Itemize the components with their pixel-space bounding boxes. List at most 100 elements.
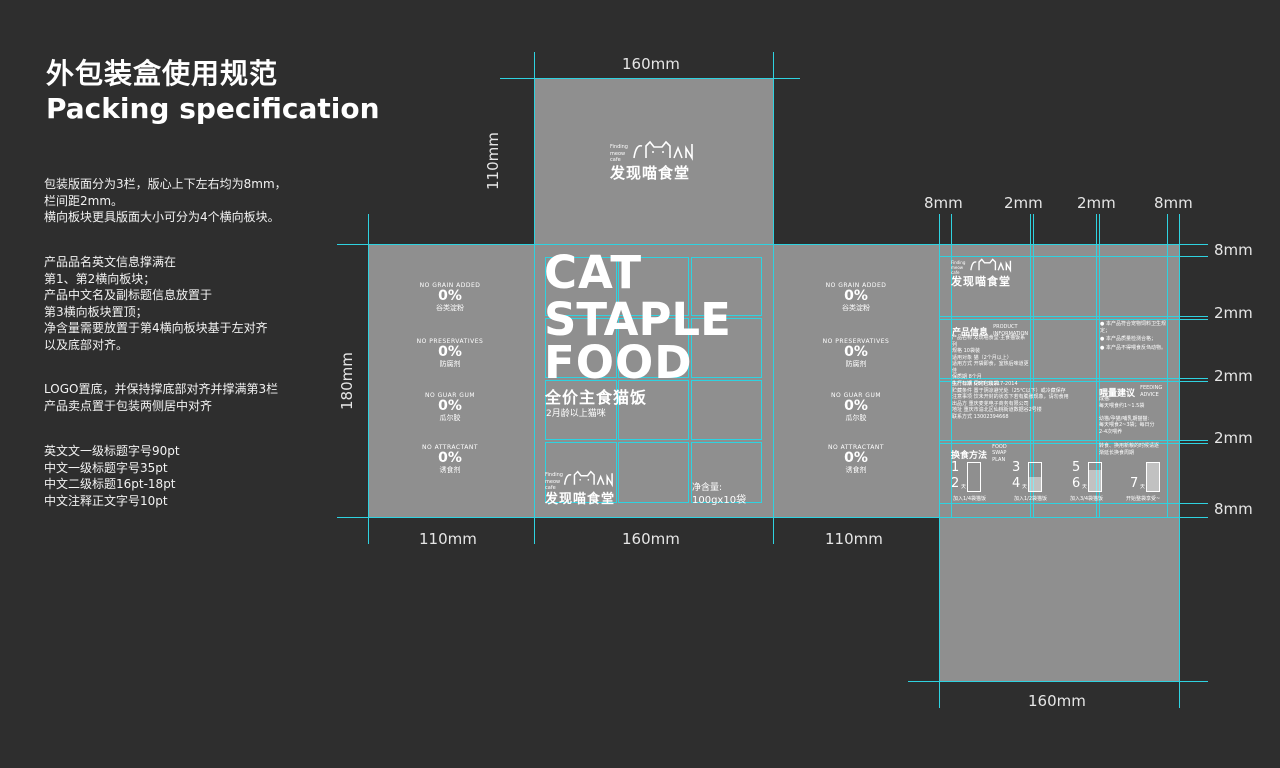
front-title-line2: STAPLE: [544, 293, 731, 346]
claim-badge: NO GUAR GUM 0% 瓜尔胶: [410, 392, 490, 423]
front-subtitle: 2月龄以上猫咪: [546, 409, 606, 419]
claim-cn: 谷类淀粉: [436, 304, 464, 312]
guide-line: [534, 52, 535, 544]
step-day-number: 5: [1072, 460, 1081, 475]
info-row: 规格 10袋装: [952, 348, 980, 354]
switch-title: 换食方法 FOOD SWAP PLAN: [951, 443, 1018, 463]
note-line: 英文文一级标题字号90pt: [44, 444, 180, 458]
guide-line: [337, 517, 1208, 518]
step-day-number: 7: [1130, 476, 1139, 491]
feeding-title: 喂量建议 FEEDING ADVICE: [1099, 381, 1164, 400]
guide-line: [908, 681, 1208, 682]
info-row: 产品名称 发现喵食堂·主食猫饭系列: [952, 335, 1026, 348]
standard-info-list: 执行标准 GB/T 31217-2014 贮藏条件 置于阴凉避光处（25℃以下）…: [952, 381, 1094, 420]
bullet-row: ● 本产品质量检测合格；: [1100, 336, 1156, 342]
step-caption: 加入3/4袋猫饭: [1070, 496, 1104, 502]
guide-line: [939, 443, 1208, 444]
notes-block-4: 英文文一级标题字号90pt 中文一级标题字号35pt 中文二级标题16pt-18…: [44, 443, 324, 509]
claim-arc-text: NO ATTRACTANT: [421, 444, 479, 451]
grid-cell: [545, 442, 617, 503]
note-line: 中文注释正文字号10pt: [44, 493, 168, 508]
dim-gutter-v3: 2mm: [1214, 429, 1253, 447]
product-info-title-cn: 产品信息: [952, 328, 989, 338]
claim-percent: 0%: [844, 398, 868, 414]
dim-bottom-width: 160mm: [1028, 692, 1086, 710]
dim-margin-left: 8mm: [924, 194, 963, 212]
guide-line: [500, 78, 800, 79]
logo-tagline: Finding meow cafe: [610, 144, 628, 163]
swap-step: 3 4 天 加入1/2袋猫饭: [1012, 460, 1054, 504]
std-row: 地址 重庆市渝北区仙桃街道数据谷2号楼: [952, 407, 1042, 413]
food-bag-icon: [1146, 462, 1160, 492]
step-day-number: 1: [951, 460, 960, 475]
claim-arc-text: NO ATTRACTANT: [827, 444, 885, 451]
dim-right-width: 110mm: [825, 530, 883, 548]
info-row: 适用方式 开袋即食，室热后味道更佳: [952, 361, 1029, 374]
note-line: 横向板块更具版面大小可分为4个横向板块。: [44, 210, 280, 224]
cat-logo-icon: [633, 140, 693, 161]
claim-cn: 瓜尔胶: [439, 414, 461, 422]
grid-cell: [618, 380, 689, 440]
logo-brand: 发现喵食堂: [951, 275, 1011, 288]
guide-line: [939, 214, 940, 708]
grid-cell: [618, 318, 689, 378]
note-line: 包装版面分为3栏，版心上下左右均为8mm，: [44, 177, 287, 191]
guide-line: [939, 503, 1208, 504]
claim-cn: 防腐剂: [439, 360, 461, 368]
claim-badge: NO GRAIN ADDED 0% 谷类淀粉: [410, 282, 490, 313]
dim-margin-bottom: 8mm: [1214, 500, 1253, 518]
food-bag-icon: [1028, 462, 1042, 492]
step-day-number: 3: [1012, 460, 1021, 475]
note-line: 产品卖点置于包装两侧居中对齐: [44, 398, 213, 413]
claim-percent: 0%: [844, 288, 868, 304]
guide-line: [939, 319, 1208, 320]
claim-badge: NO PRESERVATIVES 0% 防腐剂: [410, 338, 490, 369]
back-panel: [939, 244, 1179, 517]
note-line: 中文一级标题字号35pt: [44, 460, 168, 475]
claim-percent: 0%: [438, 288, 462, 304]
guide-line: [1179, 214, 1180, 708]
note-line: 栏间距2mm。: [44, 193, 124, 208]
net-weight-label: 净含量:: [692, 483, 723, 493]
top-flap-panel: [534, 78, 773, 244]
guide-line: [1030, 214, 1031, 517]
page-title-cn: 外包装盒使用规范: [46, 57, 279, 90]
step-caption: 加入1/4袋猫饭: [953, 496, 987, 502]
claim-badge: NO ATTRACTANT 0% 诱食剂: [410, 444, 490, 475]
claim-arc-text: NO GRAIN ADDED: [419, 282, 481, 289]
logo-brand: 发现喵食堂: [610, 164, 691, 182]
info-row: 适用对象 猫（2个月以上）: [952, 354, 1012, 361]
note-line: 第3横向板块置顶；: [44, 304, 148, 319]
left-side-panel: [368, 244, 534, 517]
dim-gutter-v1: 2mm: [1214, 304, 1253, 322]
step-day-number: 6: [1072, 476, 1081, 491]
guide-line: [939, 381, 1208, 382]
switch-note: 转食、换用新粮的时候请逐 渐延长换食周期: [1099, 443, 1167, 456]
bullet-row: ● 本产品符合宠物饲料卫生规定；: [1100, 321, 1166, 334]
feeding-title-cn: 喂量建议: [1099, 389, 1136, 399]
right-side-panel: [773, 244, 939, 517]
swap-step: 5 6 天 加入3/4袋猫饭: [1070, 460, 1114, 504]
switch-note-line: 渐延长换食周期: [1099, 449, 1135, 456]
claim-percent: 0%: [844, 344, 868, 360]
claim-arc-text: NO GUAR GUM: [830, 392, 882, 399]
claim-badge: NO GRAIN ADDED 0% 谷类淀粉: [816, 282, 896, 313]
back-logo: Finding meow cafe 发现喵食堂: [951, 258, 1031, 288]
front-cn-title: 全价主食猫饭: [545, 388, 648, 407]
dim-gutter-v2: 2mm: [1214, 367, 1253, 385]
product-info-title-en: PRODUCT INFORMATION: [993, 324, 1029, 337]
guide-line: [1096, 214, 1097, 517]
note-line: 产品品名英文信息撑满在: [44, 255, 177, 269]
logo-tagline: Finding meow cafe: [545, 472, 563, 491]
std-row: 联系方式 13002394668: [952, 413, 1009, 420]
std-row: 出品方 重庆麦芜电子商务有限公司: [952, 400, 1029, 407]
notes-block-3: LOGO置底，并保持撑底部对齐并撑满第3栏 产品卖点置于包装两侧居中对齐: [44, 381, 324, 414]
dim-gutter-2: 2mm: [1077, 194, 1116, 212]
step-day-unit: 天: [1140, 484, 1146, 490]
claim-arc-text: NO PRESERVATIVES: [416, 338, 484, 345]
grid-cell: [691, 318, 762, 378]
food-bag-icon: [967, 462, 981, 492]
product-info-list: 产品名称 发现喵食堂·主食猫饭系列 规格 10袋装 适用对象 猫（2个月以上） …: [952, 335, 1030, 387]
claim-percent: 0%: [844, 450, 868, 466]
guide-line: [368, 214, 369, 544]
